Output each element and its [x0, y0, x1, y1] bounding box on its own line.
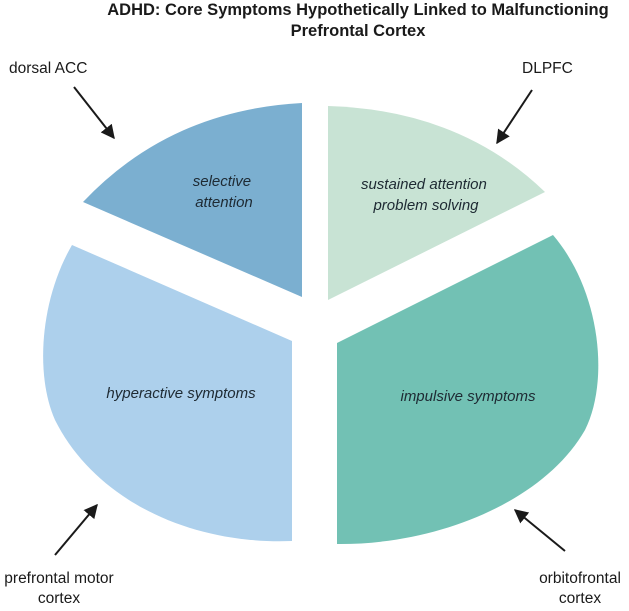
region-label-prefrontal-motor-cortex: prefrontal motor cortex [0, 569, 118, 609]
region-label-orbitofrontal-line-2: cortex [558, 590, 602, 607]
title-line-2: Prefrontal Cortex [290, 22, 426, 40]
region-label-dlpfc: DLPFC [522, 60, 573, 77]
label-impulsive-symptoms: impulsive symptoms [400, 388, 536, 405]
arrow-prefrontal-motor-cortex [54, 503, 98, 556]
title-line-1: ADHD: Core Symptoms Hypothetically Linke… [107, 1, 609, 19]
arrow-dlpfc [496, 89, 533, 145]
label-hyperactive-symptoms: hyperactive symptoms [106, 385, 256, 402]
segment-hyperactive-symptoms [43, 245, 292, 542]
segment-impulsive-symptoms [337, 235, 599, 545]
arrow-orbitofrontal-cortex [513, 509, 566, 552]
region-label-prefrontal-motor-line-1: prefrontal motor [4, 570, 114, 587]
arrow-dorsal-acc [73, 86, 115, 140]
region-label-prefrontal-motor-line-2: cortex [37, 590, 81, 607]
label-selective-attention: selective attention [193, 173, 256, 211]
segment-selective-attention [83, 103, 302, 297]
region-label-dorsal-acc: dorsal ACC [9, 60, 88, 77]
label-sustained-attention: sustained attention problem solving [361, 176, 491, 214]
segment-sustained-attention [328, 106, 545, 300]
region-label-orbitofrontal-line-1: orbitofrontal [539, 570, 621, 587]
region-label-orbitofrontal-cortex: orbitofrontal cortex [531, 569, 629, 609]
